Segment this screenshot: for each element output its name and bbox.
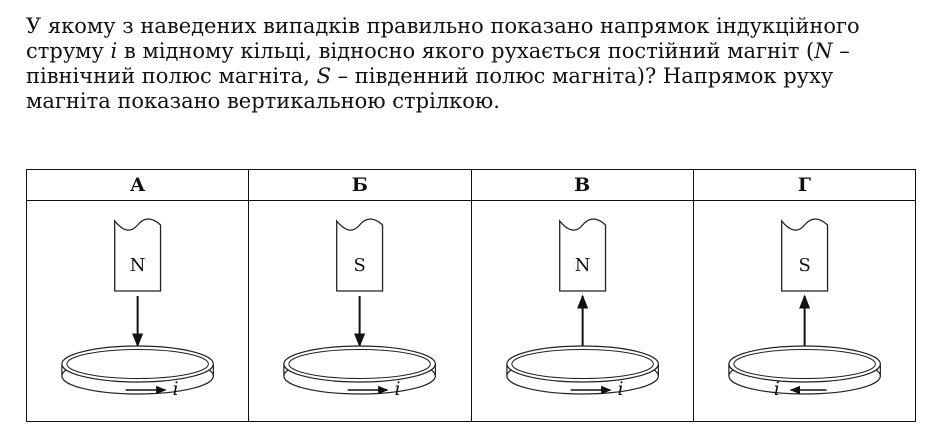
- option-label-g: Г: [692, 169, 917, 201]
- option-diagram-b: Si: [283, 218, 437, 400]
- copper-ring: [728, 345, 881, 395]
- current-label: i: [617, 378, 623, 400]
- magnet-body: [780, 218, 828, 292]
- option-diagram-a: Ni: [61, 218, 214, 400]
- options-header-row: А Б В Г: [25, 169, 917, 201]
- copper-ring: [61, 345, 214, 395]
- current-label: i: [773, 378, 779, 400]
- option-label-b: Б: [248, 169, 472, 201]
- magnet-body: [114, 218, 162, 292]
- option-label-v: В: [470, 169, 694, 201]
- magnet-pole-label: N: [130, 255, 146, 276]
- magnet-body: [336, 218, 384, 292]
- copper-ring: [505, 345, 659, 395]
- current-label: i: [172, 378, 178, 400]
- option-diagram-v: Ni: [505, 218, 659, 400]
- question-text: У якому з наведених випадків правильно п…: [26, 14, 860, 113]
- magnet-pole-label: S: [354, 255, 366, 276]
- magnet-pole-label: S: [798, 255, 810, 276]
- option-label-a: А: [25, 169, 250, 201]
- copper-ring: [283, 345, 437, 395]
- magnet-body: [558, 218, 606, 292]
- magnet-pole-label: N: [574, 255, 590, 276]
- current-label: i: [395, 378, 401, 400]
- option-diagram-g: Si: [728, 218, 881, 400]
